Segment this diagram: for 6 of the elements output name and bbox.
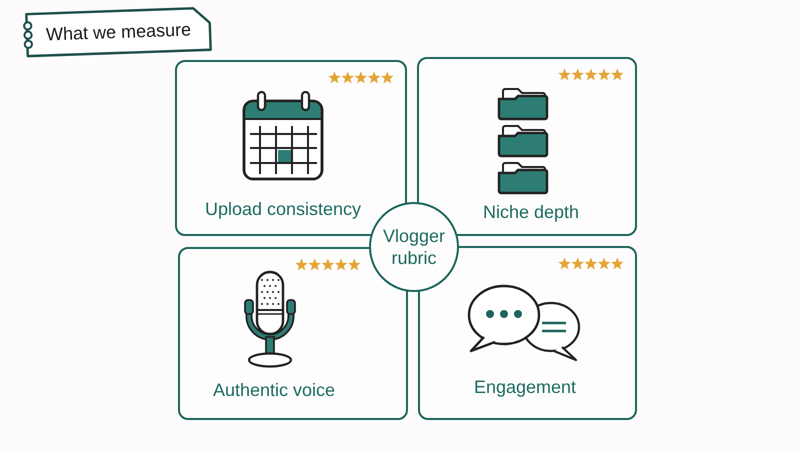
criterion-label: Niche depth <box>482 201 580 223</box>
criterion-label: Authentic voice <box>212 379 336 401</box>
criterion-label: Engagement <box>474 376 576 398</box>
criterion-label: Upload consistency <box>204 198 362 220</box>
tag-label: What we measure <box>46 18 192 46</box>
center-label: Vlogger rubric <box>382 225 446 269</box>
